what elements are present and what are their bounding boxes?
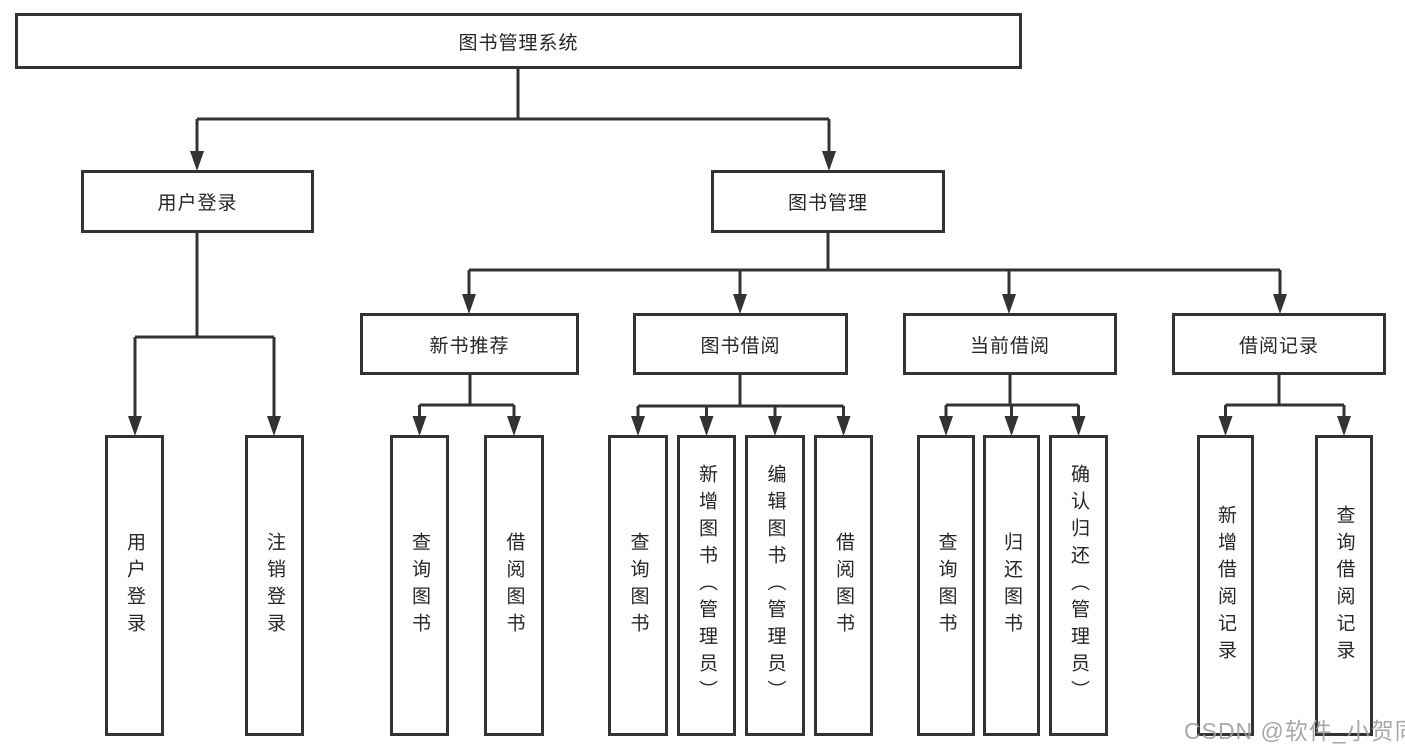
leaf-return-book: 归还图书	[983, 435, 1040, 736]
leaf-borrow-book-recommend: 借阅图书	[484, 435, 544, 736]
node-current-borrow: 当前借阅	[903, 313, 1117, 375]
leaf-confirm-return-admin: 确认归还（管理员）	[1049, 435, 1108, 736]
arrowhead-icon	[733, 294, 747, 314]
node-user-login-branch: 用户登录	[81, 170, 314, 233]
arrowhead-icon	[1337, 416, 1351, 436]
arrowhead-icon	[822, 151, 836, 171]
leaf-logout: 注销登录	[245, 435, 304, 736]
arrowhead-icon	[1002, 294, 1016, 314]
leaf-borrow-book: 借阅图书	[814, 435, 873, 736]
arrowhead-icon	[836, 416, 851, 436]
arrowhead-icon	[507, 416, 521, 436]
arrowhead-icon	[128, 416, 142, 436]
leaf-add-borrow-record: 新增借阅记录	[1197, 435, 1254, 736]
arrowhead-icon	[768, 416, 782, 436]
arrowhead-icon	[1071, 416, 1086, 436]
leaf-query-borrow-record: 查询借阅记录	[1315, 435, 1373, 736]
leaf-add-book-admin: 新增图书（管理员）	[677, 435, 736, 736]
node-borrow-record: 借阅记录	[1172, 313, 1386, 375]
node-root: 图书管理系统	[15, 13, 1022, 69]
arrowhead-icon	[939, 416, 953, 436]
node-book-management-branch: 图书管理	[711, 170, 945, 233]
arrowhead-icon	[1004, 416, 1019, 436]
csdn-watermark: CSDN @软件_小贺同学	[1184, 718, 1405, 744]
arrowhead-icon	[699, 416, 714, 436]
arrowhead-icon	[631, 416, 645, 436]
arrowhead-icon	[190, 151, 204, 171]
arrowhead-icon	[267, 416, 281, 436]
arrowhead-icon	[1273, 294, 1287, 314]
node-new-book-recommend: 新书推荐	[360, 313, 579, 375]
arrowhead-icon	[462, 294, 476, 314]
leaf-query-book-recommend: 查询图书	[390, 435, 449, 736]
node-book-borrow: 图书借阅	[633, 313, 848, 375]
leaf-user-login: 用户登录	[105, 435, 164, 736]
leaf-query-book-current: 查询图书	[917, 435, 975, 736]
leaf-query-book-borrow: 查询图书	[608, 435, 668, 736]
leaf-edit-book-admin: 编辑图书（管理员）	[745, 435, 805, 736]
arrowhead-icon	[412, 416, 427, 436]
arrowhead-icon	[1218, 416, 1233, 436]
